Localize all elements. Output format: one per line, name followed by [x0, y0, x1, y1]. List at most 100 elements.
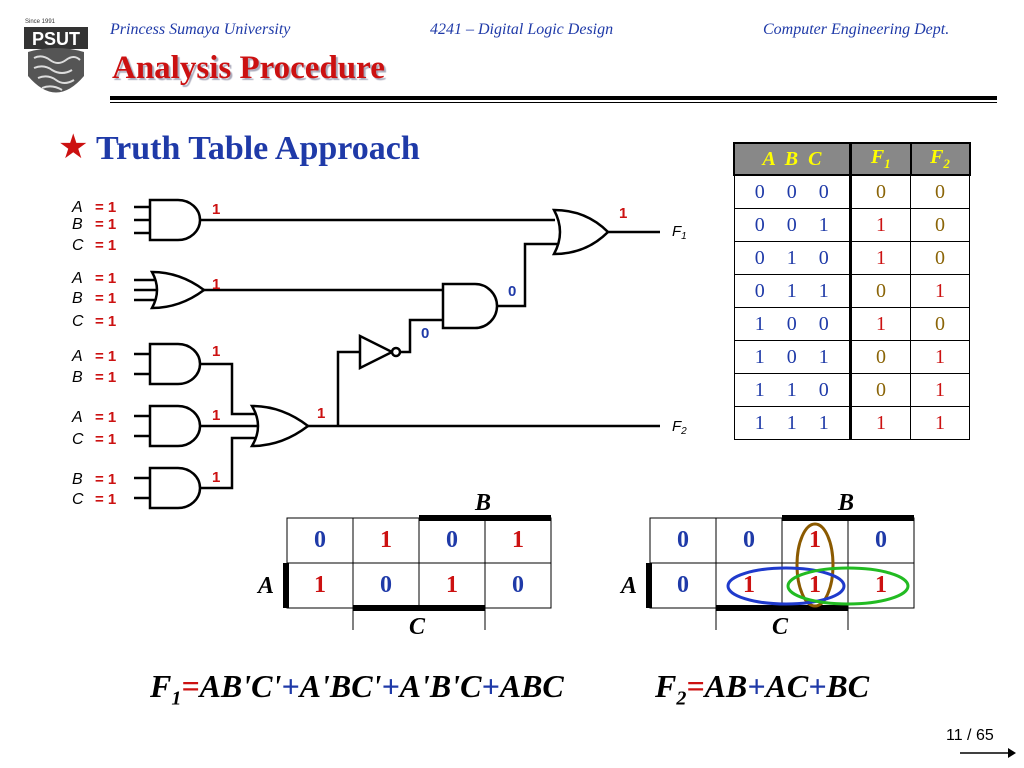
equation-subscript: 2 [676, 687, 687, 710]
equation-term: AB'C' [199, 668, 282, 704]
kmap1-label-a: A [258, 573, 275, 599]
input-label: B [72, 369, 83, 386]
logo-text: PSUT [32, 29, 80, 49]
input-value: = 1 [95, 431, 116, 448]
table-cell-f2: 0 [910, 174, 970, 209]
input-value: = 1 [95, 237, 116, 254]
kmap1-label-c: C [409, 614, 426, 640]
table-cell-f1: 1 [850, 406, 911, 440]
table-cell-abc: 0 1 1 [733, 274, 852, 308]
signal-value: 1 [212, 343, 220, 360]
table-cell-abc: 0 1 0 [733, 241, 852, 275]
input-label: A [71, 270, 83, 287]
signal-value: 0 [421, 325, 429, 342]
signal-value: 1 [317, 405, 325, 422]
input-label: C [72, 431, 84, 448]
kmap2-oval-bc [795, 522, 835, 608]
signal-value: 1 [212, 201, 220, 218]
input-label: A [71, 199, 83, 216]
table-cell-f2: 1 [910, 406, 970, 440]
kmap-cell: 1 [314, 572, 326, 598]
equation-term: A'B'C [399, 668, 482, 704]
logo-since: Since 1991 [25, 19, 56, 25]
equation-term: BC [826, 668, 870, 704]
input-label: C [72, 491, 84, 508]
equation-term: AC [765, 668, 809, 704]
subtitle: Truth Table Approach [96, 130, 420, 167]
signal-value: 0 [508, 283, 516, 300]
kmap-cell: 0 [314, 527, 326, 553]
table-cell-f2: 0 [910, 241, 970, 275]
kmap-cell: 1 [809, 527, 821, 553]
equation-subscript: 1 [171, 687, 182, 710]
equation-term: + [481, 668, 500, 704]
table-header-f2: F2 [909, 142, 971, 176]
input-value: = 1 [95, 199, 116, 216]
kmap-cell: 0 [512, 572, 524, 598]
table-cell-abc: 0 0 1 [733, 208, 852, 242]
kmap-cell: 0 [743, 527, 755, 553]
input-value: = 1 [95, 348, 116, 365]
input-value: = 1 [95, 471, 116, 488]
input-label: A [71, 409, 83, 426]
kmap-cell: 1 [743, 572, 755, 598]
psut-logo: Since 1991 PSUT [22, 14, 92, 111]
kmap-cell: 0 [677, 572, 689, 598]
table-cell-f1: 1 [850, 241, 911, 275]
kmap2-label-b: B [838, 490, 855, 516]
input-value: = 1 [95, 369, 116, 386]
equation-term: + [281, 668, 300, 704]
table-cell-abc: 1 1 0 [733, 373, 852, 407]
table-cell-f1: 1 [850, 307, 911, 341]
equation-f2: F2=AB+AC+BC [655, 668, 869, 710]
table-cell-f1: 1 [850, 208, 911, 242]
star-bullet-icon: ★ [58, 129, 89, 166]
kmap2-label-a: A [621, 573, 638, 599]
next-arrow-icon[interactable] [960, 747, 1016, 759]
signal-value: 1 [212, 469, 220, 486]
signal-value: 1 [619, 205, 627, 222]
table-cell-f2: 1 [910, 274, 970, 308]
kmap-cell: 0 [446, 527, 458, 553]
table-header-abc: A B C [733, 142, 852, 176]
output-label-f2: F2 [672, 418, 687, 437]
table-cell-f2: 0 [910, 208, 970, 242]
logic-circuit: A B C A B C A B A C B C = 1 = 1 = 1 = 1 … [71, 198, 687, 510]
input-value: = 1 [95, 290, 116, 307]
input-value: = 1 [95, 270, 116, 287]
table-cell-f2: 1 [910, 373, 970, 407]
input-label: C [72, 237, 84, 254]
page-number: 11 / 65 [946, 727, 994, 744]
input-label: A [71, 348, 83, 365]
table-cell-f1: 0 [850, 174, 911, 209]
header-department: Computer Engineering Dept. [763, 21, 950, 38]
signal-value: 1 [212, 276, 220, 293]
equation-f1: F1=AB'C'+A'BC'+A'B'C+ABC [150, 668, 564, 710]
equation-term: + [747, 668, 766, 704]
kmap-cell: 0 [380, 572, 392, 598]
equation-term: F [150, 668, 172, 704]
input-value: = 1 [95, 409, 116, 426]
header-course: 4241 – Digital Logic Design [430, 21, 614, 38]
kmap-cell: 1 [380, 527, 392, 553]
header-university: Princess Sumaya University [110, 21, 291, 38]
equation-term: + [381, 668, 400, 704]
input-label: B [72, 216, 83, 233]
kmap-cell: 1 [446, 572, 458, 598]
table-cell-abc: 1 1 1 [733, 406, 852, 440]
title-rule-thin [110, 102, 997, 103]
input-label: C [72, 313, 84, 330]
kmap-cell: 1 [875, 572, 887, 598]
slide-title: Analysis Procedure [112, 50, 385, 86]
kmap-cell: 1 [809, 572, 821, 598]
equation-term: + [808, 668, 827, 704]
equation-term: F [655, 668, 677, 704]
input-label: B [72, 471, 83, 488]
